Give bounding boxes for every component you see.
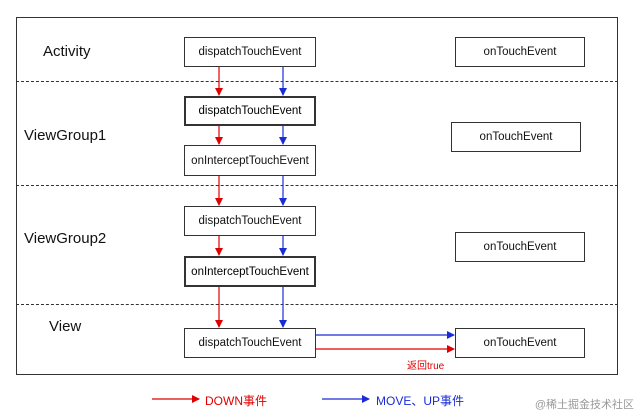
viewgroup2-on-touch-event-box: onTouchEvent — [455, 232, 585, 262]
separator-viewgroup1-viewgroup2 — [16, 185, 618, 186]
viewgroup2-on-intercept-touch-event-box: onInterceptTouchEvent — [184, 256, 316, 287]
layer-label-viewgroup2: ViewGroup2 — [24, 230, 107, 247]
diagram-frame — [16, 17, 618, 375]
separator-activity-viewgroup1 — [16, 81, 618, 82]
legend-down-label: DOWN事件 — [205, 394, 267, 408]
view-on-touch-event-box: onTouchEvent — [455, 328, 585, 358]
down-event-arrows — [215, 67, 455, 353]
legend-move-up-label: MOVE、UP事件 — [376, 394, 465, 408]
viewgroup1-on-intercept-touch-event-box: onInterceptTouchEvent — [184, 145, 316, 176]
viewgroup1-on-touch-event-box: onTouchEvent — [451, 122, 581, 152]
separator-viewgroup2-view — [16, 304, 618, 305]
activity-dispatch-touch-event-box: dispatchTouchEvent — [184, 37, 316, 67]
viewgroup2-dispatch-touch-event-box: dispatchTouchEvent — [184, 206, 316, 236]
view-dispatch-touch-event-box: dispatchTouchEvent — [184, 328, 316, 358]
activity-on-touch-event-box: onTouchEvent — [455, 37, 585, 67]
watermark-text: @稀土掘金技术社区 — [534, 399, 634, 411]
layer-label-activity: Activity — [43, 43, 91, 60]
viewgroup1-dispatch-touch-event-box: dispatchTouchEvent — [184, 96, 316, 126]
layer-label-view: View — [49, 318, 82, 335]
return-true-annotation: 返回true — [407, 361, 445, 372]
move-up-event-arrows — [279, 67, 455, 339]
layer-label-viewgroup1: ViewGroup1 — [24, 127, 107, 144]
